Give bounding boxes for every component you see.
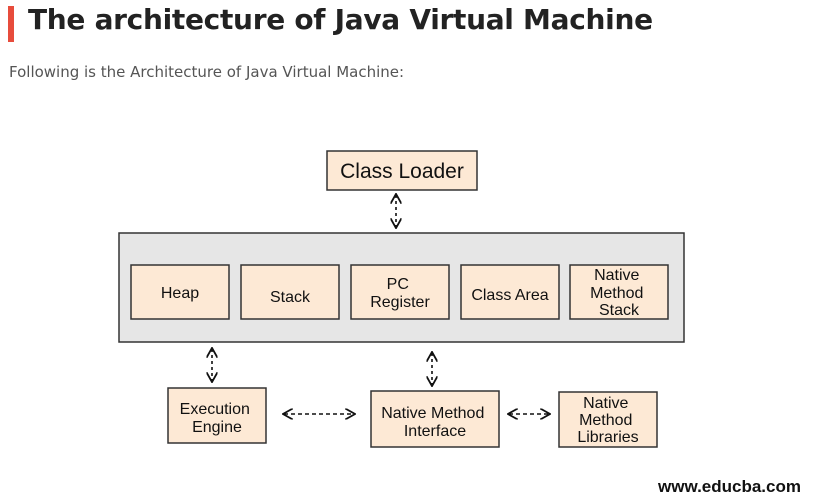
pc-register-label: PC Register [370, 276, 430, 311]
class-loader-label: Class Loader [340, 160, 464, 183]
native-method-stack-label: Native Method Stack [590, 267, 648, 319]
native-method-interface-label: Native Method Interface [381, 405, 489, 440]
pc-register-box: PC Register [350, 264, 450, 320]
native-method-stack-box: Native Method Stack [569, 264, 669, 320]
watermark-text: www.educba.com [657, 477, 801, 496]
page-title: The architecture of Java Virtual Machine [28, 3, 653, 36]
title-accent-bar [8, 6, 14, 42]
stack-box: Stack [240, 264, 340, 320]
class-area-box: Class Area [460, 264, 560, 320]
intro-text: Following is the Architecture of Java Vi… [9, 63, 405, 81]
native-method-libraries-box: Native Method Libraries [558, 391, 658, 448]
heap-label: Heap [161, 285, 199, 302]
execution-engine-label: Execution Engine [180, 401, 255, 436]
class-loader-box: Class Loader [326, 150, 478, 191]
native-method-interface-box: Native Method Interface [370, 390, 500, 448]
execution-engine-box: Execution Engine [167, 387, 267, 444]
stack-label: Stack [270, 289, 311, 306]
class-area-label: Class Area [471, 287, 548, 304]
native-method-libraries-label: Native Method Libraries [577, 395, 638, 446]
heap-box: Heap [130, 264, 230, 320]
